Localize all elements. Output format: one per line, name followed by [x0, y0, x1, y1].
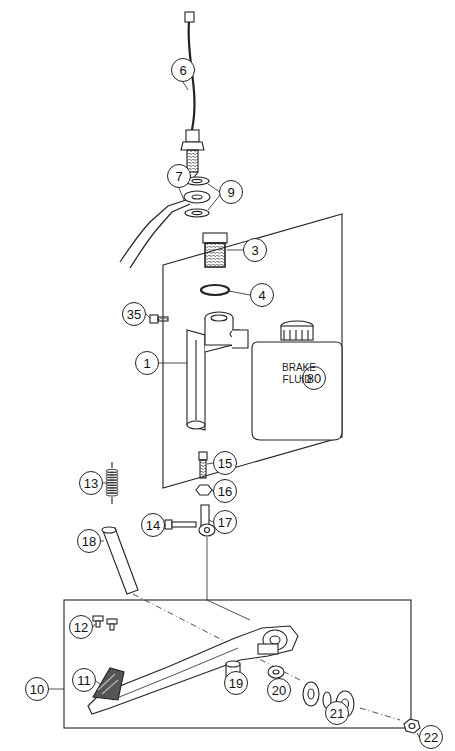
nut — [268, 666, 284, 678]
screw — [150, 315, 168, 323]
o-ring — [201, 285, 229, 295]
clevis-bolt — [165, 520, 196, 529]
callout-text: 15 — [218, 457, 232, 470]
callout-text: 18 — [82, 535, 96, 548]
callout-number: 4 — [250, 283, 274, 307]
callout-text: 21 — [330, 707, 344, 720]
callout-text: 3 — [251, 244, 258, 257]
callout-number: 16 — [213, 479, 237, 503]
nut — [404, 719, 420, 733]
callout-text: 17 — [218, 516, 232, 529]
callout-number: 12 — [69, 615, 93, 639]
nut — [196, 485, 212, 495]
callout-text: 22 — [424, 731, 438, 744]
callout-text: 12 — [74, 621, 88, 634]
brake-pedal — [88, 626, 298, 714]
callout-number: 9 — [219, 180, 243, 204]
master-cylinder — [187, 312, 248, 430]
callout-text: 14 — [146, 519, 160, 532]
callout-text: 1 — [143, 357, 150, 370]
callout-text: 9 — [227, 186, 234, 199]
assembly-frame — [64, 600, 411, 728]
assembly-frame — [163, 214, 342, 488]
callout-number: 10 — [25, 677, 49, 701]
callout-number: 7 — [167, 164, 191, 188]
callout-text: 13 — [84, 477, 98, 490]
callout-text: 20 — [272, 684, 286, 697]
callout-text: 35 — [127, 308, 141, 321]
callout-text: 11 — [77, 674, 91, 687]
callout-number: 22 — [419, 725, 443, 749]
callout-number: 17 — [213, 510, 237, 534]
callout-number: 14 — [141, 513, 165, 537]
step-plate — [93, 668, 124, 700]
callout-number: 3 — [243, 238, 267, 262]
callout-number: 35 — [122, 302, 146, 326]
sealing-washer — [185, 209, 209, 217]
callout-number: 18 — [77, 529, 101, 553]
callout-text: 19 — [229, 677, 243, 690]
brake-hose — [120, 191, 210, 268]
callout-text: 7 — [175, 170, 182, 183]
callout-number: 13 — [79, 471, 103, 495]
callout-text: 10 — [30, 683, 44, 696]
leader-lines — [49, 82, 419, 737]
callout-text: 4 — [258, 289, 265, 302]
brake-fluid-can — [252, 321, 342, 440]
reservoir-cap — [203, 233, 227, 267]
pivot-bolt — [102, 527, 138, 594]
callout-text: 16 — [218, 485, 232, 498]
callout-number: 6 — [171, 58, 195, 82]
screws — [93, 616, 117, 630]
adjust-bolt — [199, 452, 207, 478]
callout-number: 19 — [224, 671, 248, 695]
can-label: BRAKE FLUID — [282, 362, 312, 385]
callout-number: 1 — [135, 351, 159, 375]
brake-light-switch — [181, 12, 204, 180]
callout-text: 6 — [179, 64, 186, 77]
callout-number: 11 — [72, 668, 96, 692]
callout-number: 20 — [267, 678, 291, 702]
callout-number: 21 — [325, 701, 349, 725]
callout-number: 15 — [213, 451, 237, 475]
